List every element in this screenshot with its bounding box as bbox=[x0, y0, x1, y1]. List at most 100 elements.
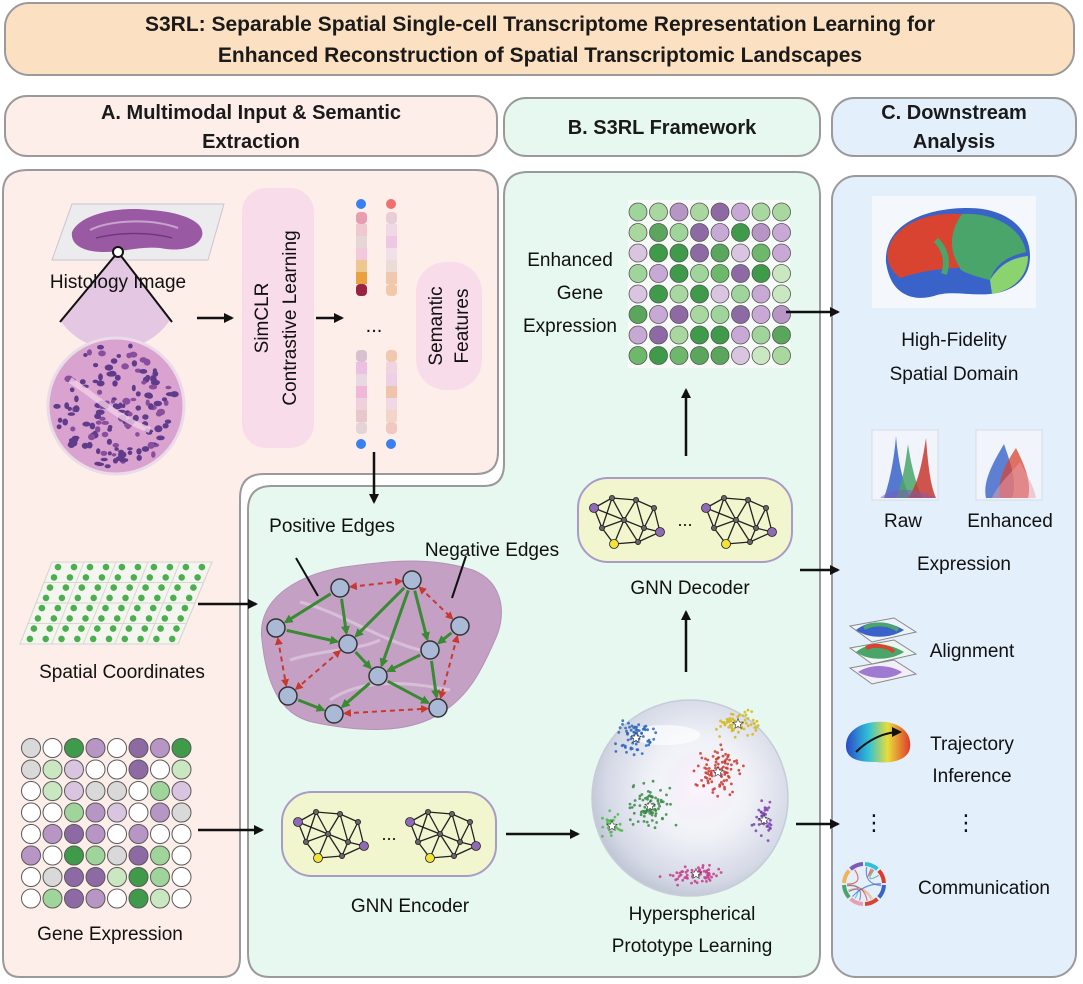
nucleus bbox=[107, 451, 112, 456]
spatial-spot bbox=[50, 615, 58, 622]
cluster-point bbox=[646, 739, 650, 743]
gene-spot bbox=[42, 845, 63, 866]
spatial-spot bbox=[121, 635, 129, 643]
nucleus bbox=[118, 402, 123, 409]
positive-edge bbox=[354, 586, 406, 638]
cluster-point bbox=[640, 752, 644, 755]
gene-spot bbox=[128, 867, 149, 887]
cluster-point bbox=[731, 790, 734, 794]
nucleus bbox=[100, 457, 108, 462]
spatial-spot bbox=[146, 574, 154, 581]
cluster-point bbox=[615, 826, 618, 830]
gnn-node bbox=[448, 811, 455, 818]
feature-cell bbox=[356, 350, 367, 362]
feature-cell bbox=[386, 212, 397, 224]
cluster-point bbox=[638, 797, 642, 800]
spatial-spot bbox=[174, 584, 181, 591]
cluster-point bbox=[699, 752, 702, 755]
cluster-point bbox=[716, 762, 720, 766]
spatial-spot bbox=[165, 604, 173, 612]
nucleus bbox=[101, 431, 109, 438]
cluster-point bbox=[701, 864, 705, 867]
cluster-point bbox=[704, 876, 708, 880]
spatial-spot bbox=[110, 584, 117, 591]
gnn-edge bbox=[623, 519, 645, 529]
gene-spot bbox=[171, 845, 192, 866]
cluster-point bbox=[751, 732, 754, 736]
he-tissue-circle bbox=[46, 336, 186, 476]
cluster-point bbox=[707, 769, 711, 773]
nucleus bbox=[150, 376, 157, 383]
vdots-left: ⋮ bbox=[863, 810, 885, 835]
positive-edge bbox=[354, 650, 372, 670]
nucleus bbox=[79, 379, 86, 385]
negative-edge bbox=[438, 634, 460, 700]
gnn-node bbox=[655, 527, 665, 537]
nucleus bbox=[56, 424, 62, 430]
cluster-point bbox=[675, 871, 679, 875]
cluster-point bbox=[732, 760, 736, 763]
enhanced-spot bbox=[669, 264, 689, 283]
enhanced-spot bbox=[628, 346, 648, 365]
cluster-point bbox=[718, 735, 721, 738]
simclr-line-1: SimCLR bbox=[252, 283, 273, 354]
cluster-point bbox=[743, 718, 747, 722]
gene-spot bbox=[64, 845, 84, 866]
cluster-point bbox=[730, 724, 733, 727]
cluster-point bbox=[738, 772, 742, 776]
simclr-box bbox=[242, 188, 314, 448]
cluster-point bbox=[643, 809, 646, 813]
title-line-1: S3RL: Separable Spatial Single-cell Tran… bbox=[145, 13, 935, 36]
cluster-point bbox=[684, 870, 688, 874]
cluster-point bbox=[701, 866, 705, 869]
gnn-node bbox=[336, 811, 343, 818]
cluster-point bbox=[608, 809, 612, 813]
gene-spot bbox=[107, 759, 127, 780]
enhanced-spot bbox=[710, 284, 730, 304]
spatial-spot bbox=[198, 563, 206, 571]
nucleus bbox=[111, 453, 117, 457]
nucleus bbox=[129, 351, 138, 358]
gene-spot bbox=[128, 845, 149, 866]
prototype-star bbox=[758, 813, 770, 826]
enhanced-spot bbox=[669, 284, 689, 304]
feature-cell bbox=[356, 260, 367, 272]
gene-spot bbox=[42, 759, 63, 780]
cluster-point bbox=[741, 714, 745, 717]
feature-cell bbox=[386, 362, 397, 374]
cluster-point bbox=[653, 826, 657, 830]
cluster-point bbox=[714, 760, 718, 764]
gnn-node bbox=[763, 504, 770, 511]
cluster-point bbox=[617, 731, 621, 734]
nucleus bbox=[96, 380, 105, 387]
gnn-edge bbox=[439, 833, 461, 843]
cluster-point bbox=[665, 793, 668, 797]
gene-spot bbox=[42, 738, 63, 758]
gene-spot bbox=[42, 867, 63, 887]
enhanced-spot bbox=[772, 243, 791, 263]
gene-spot bbox=[85, 824, 106, 844]
gene-spot bbox=[107, 888, 127, 909]
cluster-point bbox=[729, 782, 733, 786]
gene-spot bbox=[85, 867, 106, 887]
spatial-spot bbox=[178, 574, 185, 581]
enhanced-spot bbox=[628, 264, 648, 283]
negative-edge bbox=[275, 636, 289, 688]
gene-spot bbox=[128, 802, 149, 823]
positive-edge bbox=[283, 592, 332, 624]
cluster-point bbox=[609, 834, 613, 837]
spatial-spot bbox=[129, 615, 137, 622]
positive-edge bbox=[386, 679, 431, 705]
cluster-point bbox=[681, 878, 685, 882]
nucleus bbox=[121, 363, 129, 370]
cluster-point bbox=[719, 725, 722, 728]
grid-line bbox=[145, 561, 181, 645]
cluster-point bbox=[645, 820, 649, 824]
gnn-edge bbox=[439, 813, 453, 835]
feature-cell bbox=[356, 272, 367, 284]
cluster-point bbox=[728, 758, 731, 762]
cluster-point bbox=[642, 781, 646, 785]
nucleus bbox=[104, 464, 111, 469]
gnn-edge bbox=[723, 497, 749, 501]
cluster-point bbox=[719, 743, 723, 747]
